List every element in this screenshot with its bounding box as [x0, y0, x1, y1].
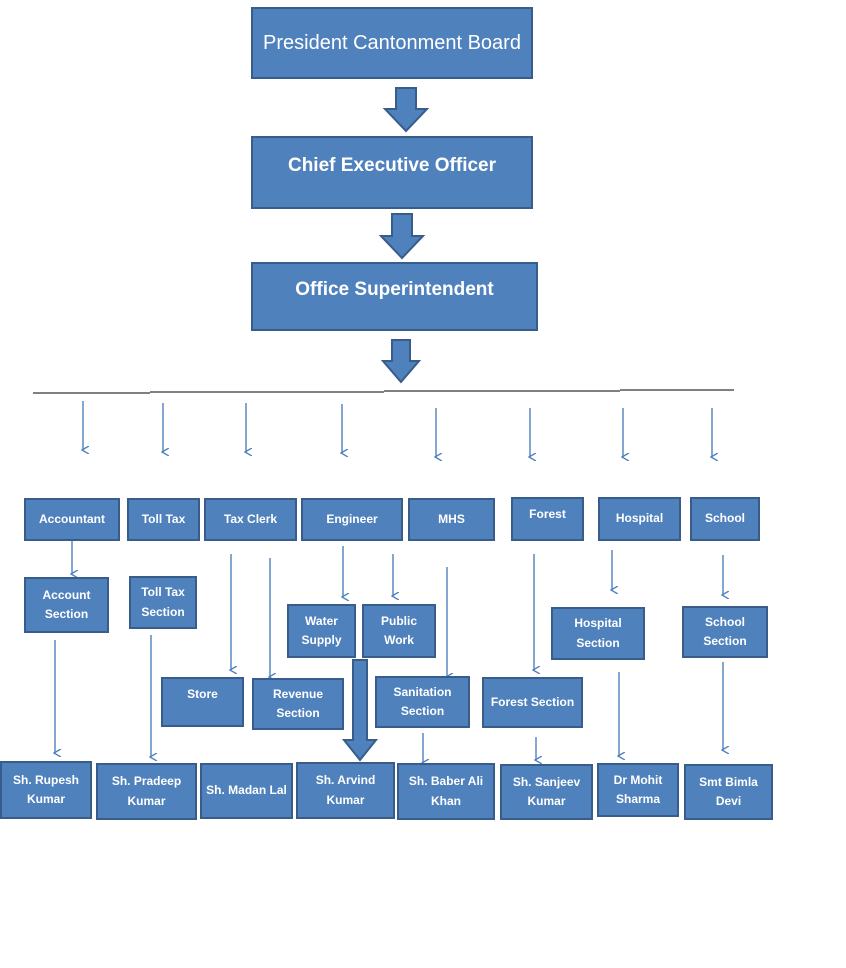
staff-arvind-box: Sh. Arvind Kumar	[296, 762, 395, 819]
school-section-label: School Section	[703, 614, 747, 648]
hospital-label: Hospital	[615, 511, 664, 526]
store-label: Store	[187, 687, 218, 701]
staff-sanjeev-label: Sh. Sanjeev Kumar	[512, 774, 581, 808]
water-supply-label: Water Supply	[301, 613, 342, 647]
forest-box: Forest	[511, 497, 584, 541]
toll-tax-box: Toll Tax	[127, 498, 200, 541]
staff-rupesh-box: Sh. Rupesh Kumar	[0, 761, 92, 819]
tax-clerk-box: Tax Clerk	[204, 498, 297, 541]
water-supply-box: Water Supply	[287, 604, 356, 658]
accountant-box: Accountant	[24, 498, 120, 541]
store-box: Store	[161, 677, 244, 727]
school-box: School	[690, 497, 760, 541]
staff-pradeep-box: Sh. Pradeep Kumar	[96, 763, 197, 820]
block-arrow-to-arvind	[341, 659, 379, 762]
account-section-label: Account Section	[42, 587, 91, 621]
staff-bimla-box: Smt Bimla Devi	[684, 764, 773, 820]
hospital-section-label: Hospital Section	[574, 616, 622, 650]
mhs-box: MHS	[408, 498, 495, 541]
block-arrow-president-to-ceo	[382, 87, 430, 133]
staff-sanjeev-box: Sh. Sanjeev Kumar	[500, 764, 593, 820]
engineer-box: Engineer	[301, 498, 403, 541]
superintendent-label: Office Superintendent	[295, 279, 494, 300]
revenue-section-label: Revenue Section	[272, 686, 324, 720]
ceo-box: Chief Executive Officer	[251, 136, 533, 209]
forest-section-label: Forest Section	[490, 694, 575, 709]
school-label: School	[704, 511, 745, 526]
forest-section-box: Forest Section	[482, 677, 583, 728]
staff-mohit-label: Dr Mohit Sharma	[613, 772, 663, 806]
department-arrows	[55, 401, 723, 763]
account-section-box: Account Section	[24, 577, 109, 633]
mhs-label: MHS	[438, 511, 465, 526]
toll-tax-label: Toll Tax	[141, 511, 186, 526]
forest-label: Forest	[529, 507, 566, 521]
accountant-label: Accountant	[39, 511, 105, 526]
staff-baber-box: Sh. Baber Ali Khan	[397, 763, 495, 820]
sanitation-section-label: Sanitation Section	[393, 684, 452, 718]
staff-madan-box: Sh. Madan Lal	[200, 763, 293, 819]
president-label: President Cantonment Board	[263, 31, 521, 54]
ceo-label: Chief Executive Officer	[287, 155, 497, 176]
public-work-label: Public Work	[380, 613, 417, 647]
president-box: President Cantonment Board	[251, 7, 533, 79]
hospital-section-box: Hospital Section	[551, 607, 645, 660]
staff-bimla-label: Smt Bimla Devi	[699, 774, 758, 808]
public-work-box: Public Work	[362, 604, 436, 658]
engineer-label: Engineer	[326, 511, 378, 526]
hospital-box: Hospital	[598, 497, 681, 541]
sanitation-section-box: Sanitation Section	[375, 676, 470, 728]
staff-madan-label: Sh. Madan Lal	[206, 783, 287, 798]
staff-rupesh-label: Sh. Rupesh Kumar	[12, 772, 79, 806]
school-section-box: School Section	[682, 606, 768, 658]
block-arrow-superintendent-to-departments	[380, 339, 422, 384]
staff-baber-label: Sh. Baber Ali Khan	[408, 774, 484, 808]
staff-pradeep-label: Sh. Pradeep Kumar	[111, 774, 182, 808]
revenue-section-box: Revenue Section	[252, 678, 344, 730]
superintendent-box: Office Superintendent	[251, 262, 538, 331]
tax-clerk-label: Tax Clerk	[223, 511, 278, 526]
block-arrow-ceo-to-superintendent	[378, 213, 426, 260]
staff-arvind-label: Sh. Arvind Kumar	[315, 773, 376, 807]
toll-tax-section-box: Toll Tax Section	[129, 576, 197, 629]
staff-mohit-box: Dr Mohit Sharma	[597, 763, 679, 817]
toll-tax-section-label: Toll Tax Section	[141, 585, 185, 619]
